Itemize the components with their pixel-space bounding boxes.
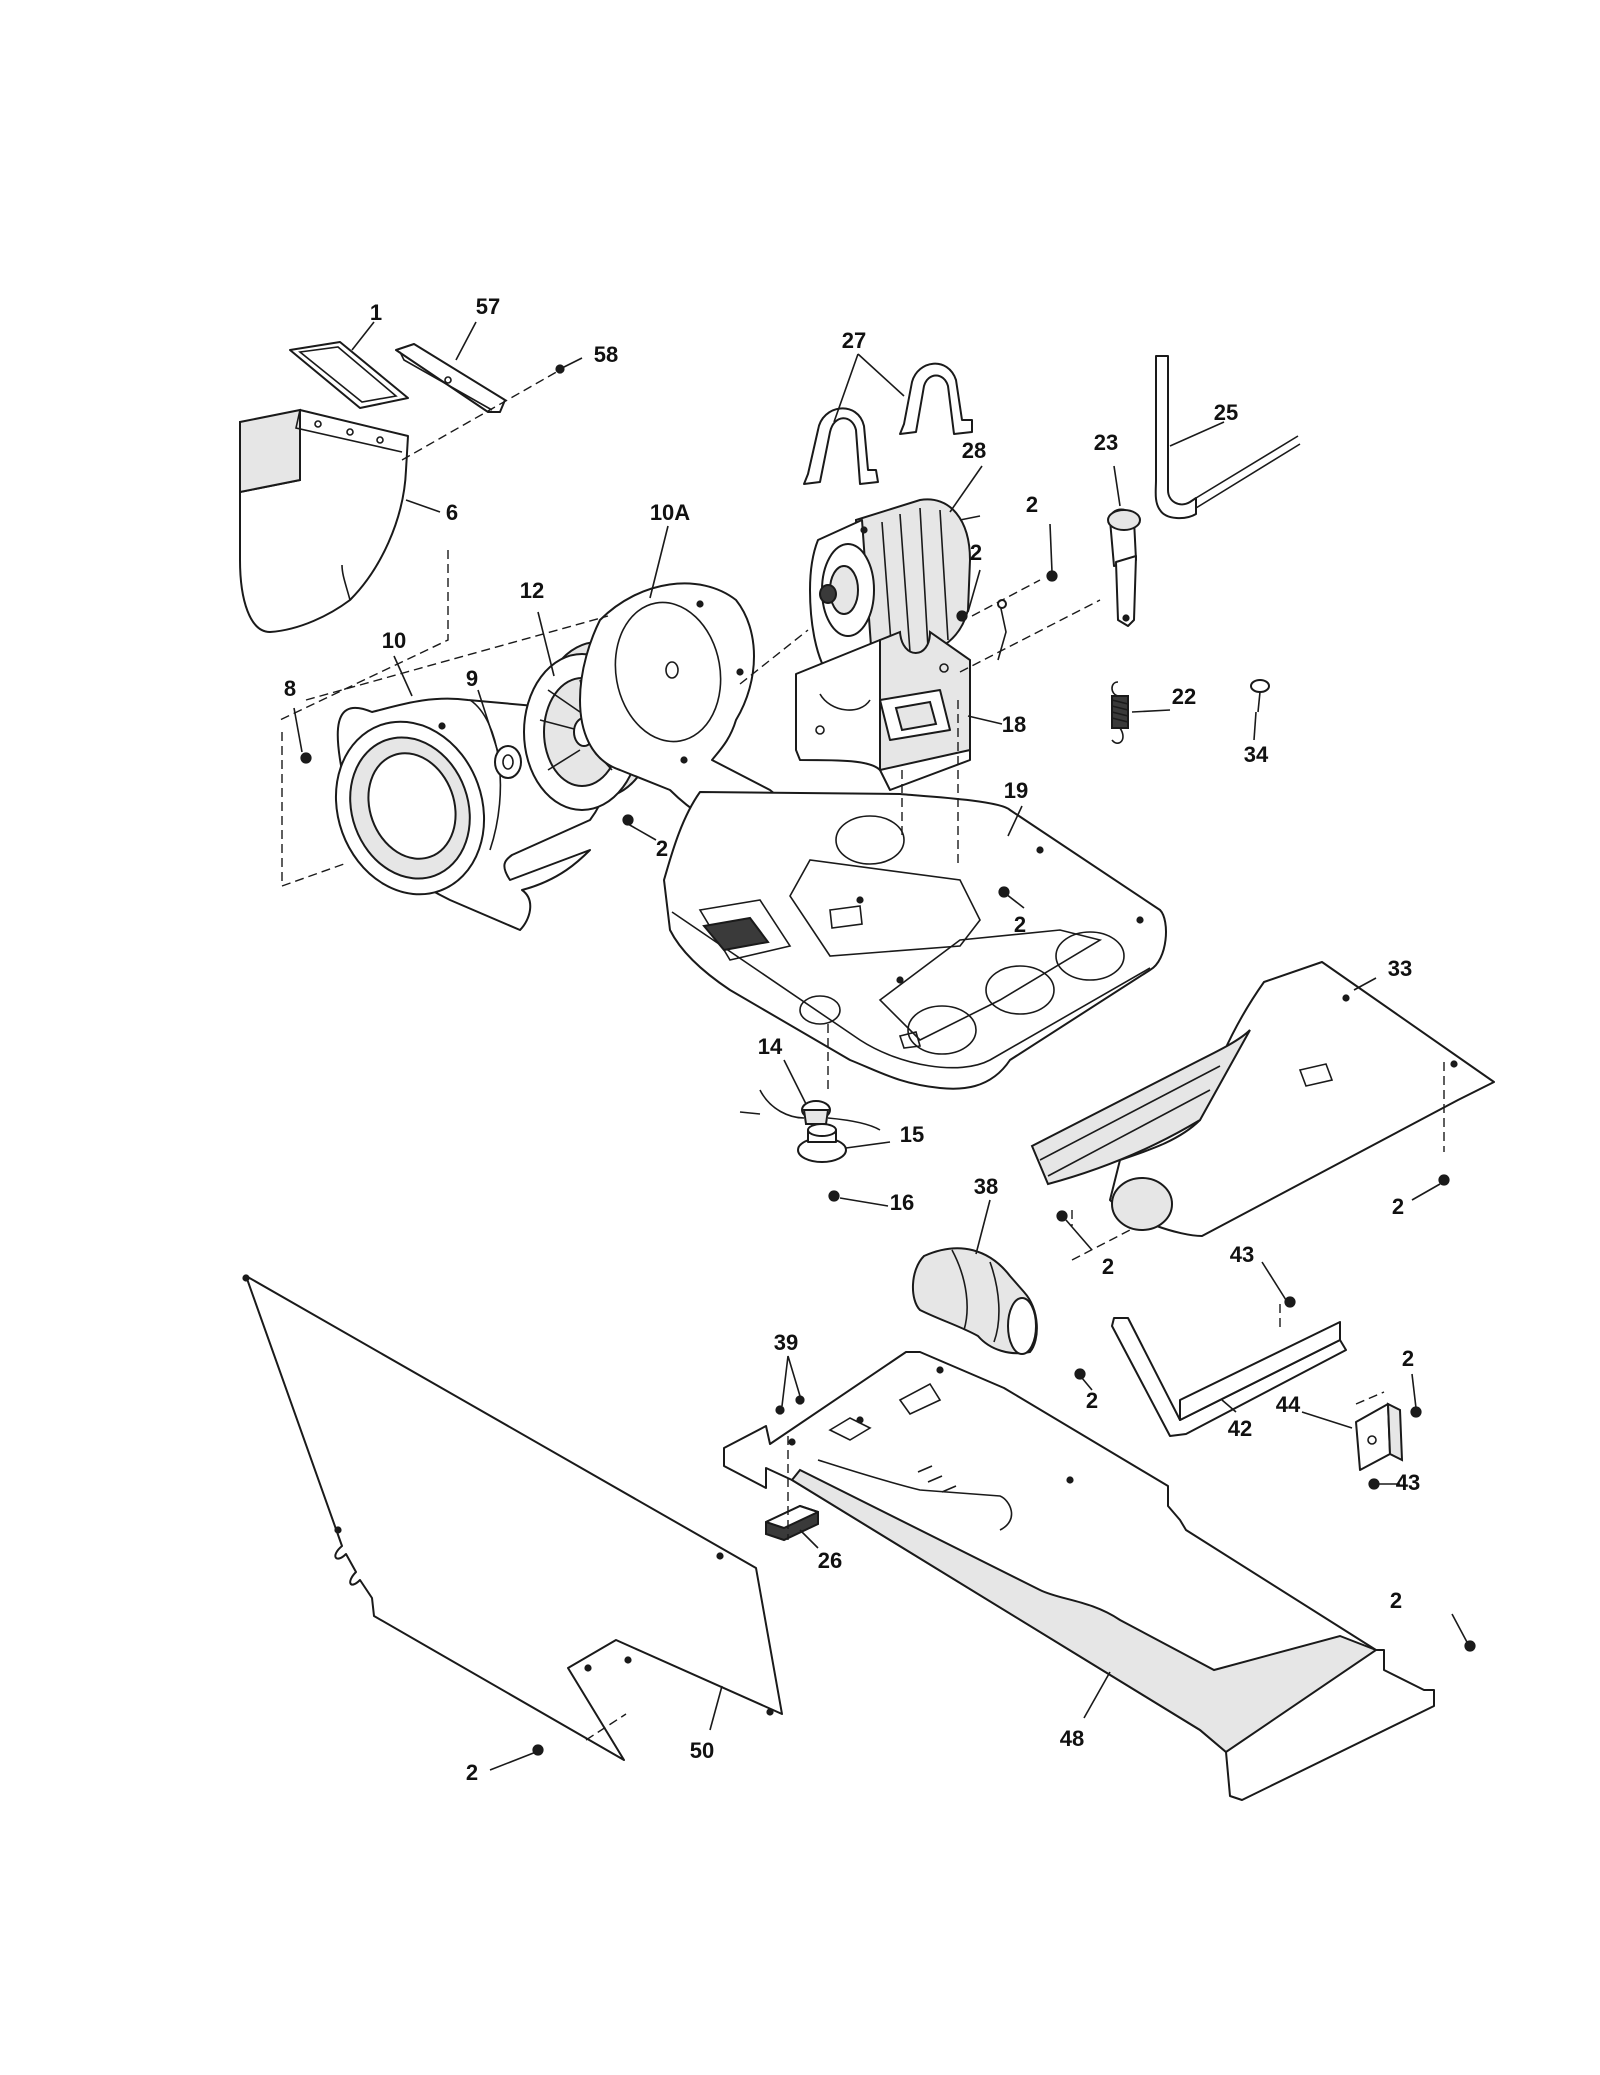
callout-42: 42: [1228, 1416, 1252, 1441]
callout-25: 25: [1214, 400, 1238, 425]
screw-2-motor-b: [956, 610, 968, 622]
part-57-bracket: [395, 343, 506, 413]
leader-lines: [293, 321, 1469, 1771]
part-6-lint-duct: [239, 408, 409, 633]
part-9-washer: [494, 745, 522, 779]
part-27-motor-clamps: [803, 362, 973, 485]
part-25-drive-belt: [1154, 355, 1301, 520]
screw-58: [555, 364, 565, 374]
part-22-spring: [1111, 681, 1129, 744]
callout-6: 6: [446, 500, 458, 525]
part-44-bracket: [1355, 1402, 1404, 1471]
callout-50: 50: [690, 1738, 714, 1763]
callout-2-rail: 2: [1086, 1388, 1098, 1413]
callout-10A: 10A: [650, 500, 690, 525]
part-48-base-rail: [723, 1351, 1435, 1801]
callout-2-motor-a: 2: [1026, 492, 1038, 517]
callout-28: 28: [962, 438, 986, 463]
callout-2-tray: 2: [1014, 912, 1026, 937]
callout-2-bracket: 2: [1402, 1346, 1414, 1371]
callout-2-duct-a: 2: [1102, 1254, 1114, 1279]
part-1-lint-screen: [289, 341, 409, 409]
assembly-lines: [279, 369, 1445, 1741]
callout-labels: 1 57 58 6 10A 12 10 9 8 2 27 28 2 2 18 2…: [284, 294, 1420, 1785]
callout-15: 15: [900, 1122, 924, 1147]
callout-19: 19: [1004, 778, 1028, 803]
callout-10: 10: [382, 628, 406, 653]
callout-57: 57: [476, 294, 500, 319]
callout-12: 12: [520, 578, 544, 603]
part-28-motor: [809, 498, 981, 681]
callout-2-duct-b: 2: [1392, 1194, 1404, 1219]
callout-18: 18: [1002, 712, 1026, 737]
callout-16: 16: [890, 1190, 914, 1215]
screw-2-duct-a: [1056, 1210, 1068, 1222]
part-34-screw: [1250, 679, 1270, 713]
callout-58: 58: [594, 342, 618, 367]
part-15-thermostat: [797, 1123, 847, 1163]
callout-44: 44: [1276, 1392, 1301, 1417]
callout-43-a: 43: [1230, 1242, 1254, 1267]
part-14-thermal-cutoff: [739, 1089, 881, 1131]
part-10A-blower-housing-rear: [579, 582, 786, 835]
screw-16: [828, 1190, 840, 1202]
screw-2-motor-a: [1046, 570, 1058, 582]
callout-27: 27: [842, 328, 866, 353]
screw-2-duct-b: [1438, 1174, 1450, 1186]
screw-2-panel: [532, 1744, 544, 1756]
callout-22: 22: [1172, 684, 1196, 709]
callout-43-b: 43: [1396, 1470, 1420, 1495]
part-18-motor-mount: [795, 630, 971, 791]
callout-48: 48: [1060, 1726, 1084, 1751]
screw-43-a: [1284, 1296, 1296, 1308]
callout-33: 33: [1388, 956, 1412, 981]
callout-8: 8: [284, 676, 296, 701]
callout-26: 26: [818, 1548, 842, 1573]
callout-38: 38: [974, 1174, 998, 1199]
callout-9: 9: [466, 666, 478, 691]
callout-1: 1: [370, 300, 382, 325]
part-33-exhaust-duct: [1030, 961, 1495, 1237]
screw-8: [300, 752, 312, 764]
callout-23: 23: [1094, 430, 1118, 455]
part-42-rail: [1111, 1317, 1347, 1437]
screw-2-rail: [1074, 1368, 1086, 1380]
callout-2-motor-b: 2: [970, 540, 982, 565]
screw-39-a: [775, 1405, 785, 1415]
part-26-switch: [765, 1504, 819, 1542]
callout-2-housing: 2: [656, 836, 668, 861]
screw-2-housing: [622, 814, 634, 826]
callout-2-panel: 2: [466, 1760, 478, 1785]
part-19-base-tray: [663, 791, 1167, 1090]
screw-43-b: [1368, 1478, 1380, 1490]
callout-39: 39: [774, 1330, 798, 1355]
part-50-rear-panel: [242, 1274, 783, 1761]
callout-34: 34: [1244, 742, 1269, 767]
screw-2-bracket: [1410, 1406, 1422, 1418]
callout-14: 14: [758, 1034, 783, 1059]
screw-39-b: [795, 1395, 805, 1405]
part-23-idler-arm: [1107, 508, 1141, 627]
part-38-elbow: [912, 1247, 1038, 1355]
callout-2-base: 2: [1390, 1588, 1402, 1613]
screws: [300, 364, 1476, 1756]
